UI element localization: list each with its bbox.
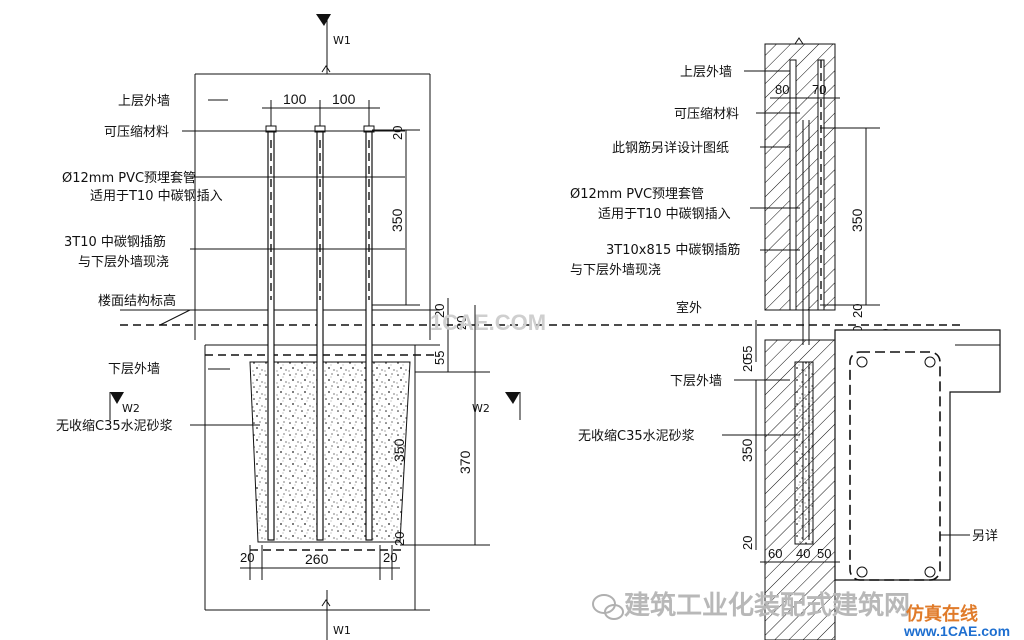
rebar-1 — [267, 127, 275, 541]
svg-text:W2: W2 — [472, 402, 490, 415]
dim-right-55: 55 — [432, 351, 447, 365]
section-marker-bottom-w1: W1 — [321, 590, 351, 640]
dim-lower-350: 350 — [391, 438, 407, 462]
dim-bottom-40: 40 — [796, 546, 810, 561]
label-r-upper-wall: 上层外墙 — [680, 65, 732, 80]
label-lower-wall: 下层外墙 — [108, 362, 160, 377]
label-bars-1: 3T10 中碳钢插筋 — [64, 234, 166, 250]
label-r-pvc-1: Ø12mm PVC预埋套管 — [570, 186, 704, 202]
upper-wall-outline — [194, 65, 431, 340]
dim-bottom-20-r2: 20 — [383, 550, 397, 565]
dim-bottom-20-left: 20 — [240, 550, 254, 565]
label-pvc-2: 适用于T10 中碳钢插入 — [90, 189, 223, 204]
dim-bottom-20-right: 20 — [392, 532, 407, 546]
label-r-bars-2: 与下层外墙现浇 — [570, 263, 661, 278]
label-upper-wall: 上层外墙 — [118, 94, 170, 109]
label-r-see-other: 另详 — [972, 529, 998, 544]
right-labels: 上层外墙 可压缩材料 此钢筋另详设计图纸 Ø12mm PVC预埋套管 适用于T1… — [570, 65, 998, 544]
dim-right-20b: 20 — [432, 304, 447, 318]
label-r-compressible: 可压缩材料 — [674, 106, 739, 122]
label-r-pvc-2: 适用于T10 中碳钢插入 — [598, 207, 731, 222]
upper-wall-panel — [764, 37, 836, 345]
rebar-2 — [316, 127, 324, 541]
dim-right-upper-350: 350 — [849, 208, 865, 232]
label-r-grout: 无收缩C35水泥砂浆 — [578, 428, 695, 444]
label-bars-2: 与下层外墙现浇 — [78, 255, 169, 270]
section-label-w1-bottom: W1 — [333, 624, 351, 637]
label-r-lower-wall: 下层外墙 — [670, 374, 722, 389]
section-marker-w2-left: W2 — [109, 392, 140, 420]
dim-bottom-50: 50 — [817, 546, 831, 561]
watermark-bottom-text: 建筑工业化装配式建筑网 — [624, 590, 910, 621]
dim-spacing-2: 100 — [332, 91, 356, 107]
upper-vertical-dims: 350 20 — [372, 126, 420, 306]
label-r-outside: 室外 — [676, 300, 702, 316]
left-detail: W1 — [56, 14, 960, 640]
right-top-dims: 80 70 — [770, 82, 840, 99]
watermark-brand: 仿真在线 — [906, 603, 978, 625]
dim-bottom-260: 260 — [305, 551, 329, 567]
svg-text:W2: W2 — [122, 402, 140, 415]
section-label-w1-top: W1 — [333, 34, 351, 47]
dim-top-70: 70 — [812, 82, 826, 97]
dim-upper-350: 350 — [389, 208, 405, 232]
dim-right-20c: 20 — [454, 316, 469, 330]
beam-section — [834, 329, 1001, 581]
watermark-url: www.1CAE.com — [903, 623, 1010, 639]
dim-right-bottom-20: 20 — [740, 536, 755, 550]
rebar-group — [265, 125, 375, 541]
bottom-dims: 20 260 20 — [240, 545, 400, 580]
dim-left-20: 20 — [740, 358, 755, 372]
right-left-dims: 55 20 350 20 — [739, 320, 757, 550]
label-compressible: 可压缩材料 — [104, 124, 169, 140]
label-r-bars-1: 3T10x815 中碳钢插筋 — [606, 242, 740, 258]
watermark-center: 1CAE.COM — [430, 310, 546, 335]
dim-lower-370: 370 — [457, 450, 473, 474]
left-labels: 上层外墙 可压缩材料 Ø12mm PVC预埋套管 适用于T10 中碳钢插入 3T… — [56, 94, 405, 434]
right-bottom-dims: 60 40 50 — [760, 546, 840, 563]
dim-left-55: 55 — [740, 346, 755, 360]
dim-right-lower-350: 350 — [739, 438, 755, 462]
label-r-rebar-note: 此钢筋另详设计图纸 — [612, 140, 729, 156]
dim-top-80: 80 — [775, 82, 789, 97]
section-marker-top-w1: W1 — [316, 14, 351, 74]
dim-right-20a-r: 20 — [850, 304, 865, 318]
lower-vertical-dims: 20 20 55 350 370 20 — [391, 298, 490, 546]
label-floor-level: 楼面结构标高 — [98, 293, 176, 309]
section-marker-w2-right: W2 — [472, 392, 521, 420]
dim-right-20a: 20 — [390, 126, 405, 140]
watermark-wechat-icon — [592, 594, 624, 620]
label-grout: 无收缩C35水泥砂浆 — [56, 418, 173, 434]
right-detail: 80 70 350 20 20 20 — [570, 37, 1001, 640]
dim-spacing-1: 100 — [283, 91, 307, 107]
label-pvc-1: Ø12mm PVC预埋套管 — [62, 170, 196, 186]
lower-wall-panel — [764, 339, 836, 640]
top-spacing-dims: 100 100 — [262, 91, 380, 126]
rebar-3 — [365, 127, 373, 541]
dim-bottom-60: 60 — [768, 546, 782, 561]
watermark-layer: 1CAE.COM 建筑工业化装配式建筑网 仿真在线 www.1CAE.com — [430, 310, 1010, 639]
